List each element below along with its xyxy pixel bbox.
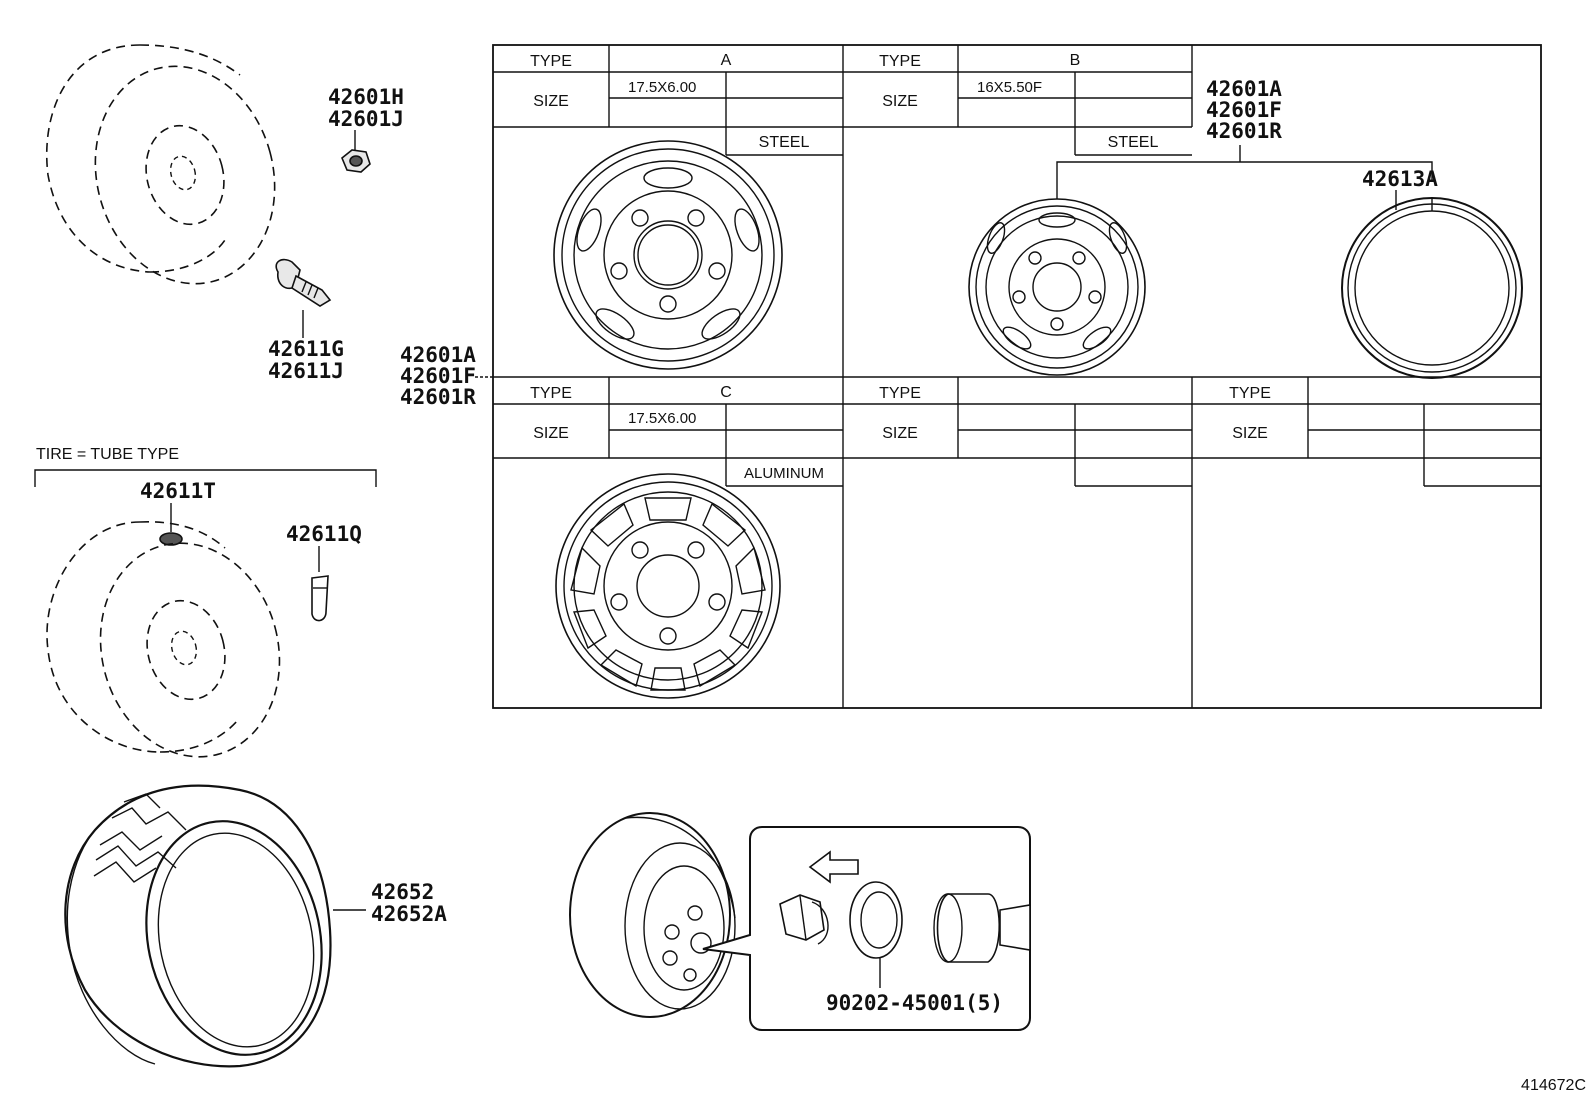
aluminum-wheel-c-icon [555, 473, 781, 699]
material-a: STEEL [759, 134, 810, 151]
type-a-label: TYPE [530, 53, 572, 70]
steel-wheel-a-icon [553, 140, 783, 370]
rim-flap-icon [1341, 197, 1523, 379]
size-blank2-label: SIZE [1232, 425, 1268, 442]
diagram-id: 414672C [1521, 1077, 1586, 1094]
tube-valve-icon [159, 532, 183, 546]
type-b-value: B [1070, 52, 1081, 69]
callout-wheel-left-3: 42601R [400, 385, 476, 409]
size-c-label: SIZE [533, 425, 569, 442]
size-blank1-label: SIZE [882, 425, 918, 442]
type-blank2-label: TYPE [1229, 385, 1271, 402]
callout-tire-1: 42652 [371, 880, 434, 904]
callout-wheel-right-3: 42601R [1206, 119, 1282, 143]
type-a-value: A [721, 52, 732, 69]
washer-icon [849, 881, 903, 959]
hub-bolt-icon [933, 893, 1031, 963]
tube-type-note: TIRE = TUBE TYPE [36, 446, 179, 463]
callout-nut-bottom: 42601J [328, 107, 404, 131]
callout-wheel-right-1: 42601A [1206, 77, 1282, 101]
hub-nut-icon [341, 149, 371, 173]
valve-stem-icon [275, 258, 332, 307]
callout-valve-bottom: 42611J [268, 359, 344, 383]
wheel-spec-table [492, 44, 1542, 709]
size-b-label: SIZE [882, 93, 918, 110]
callout-valve-top: 42611G [268, 337, 344, 361]
arrow-left-icon [808, 850, 859, 884]
material-c: ALUMINUM [744, 465, 824, 482]
tire-illustration [64, 784, 332, 1068]
steel-wheel-b-icon [968, 198, 1146, 376]
callout-hub-nut: 90202-45001(5) [826, 991, 1003, 1015]
callout-tube-valve: 42611T [140, 479, 216, 503]
mounted-wheel-illustration [569, 812, 736, 1018]
type-blank1-label: TYPE [879, 385, 921, 402]
callout-wheel-right-2: 42601F [1206, 98, 1282, 122]
size-c-value: 17.5X6.00 [628, 410, 696, 427]
wheel-assembly-illustration [46, 44, 276, 285]
material-b: STEEL [1108, 134, 1159, 151]
type-c-label: TYPE [530, 385, 572, 402]
size-b-value: 16X5.50F [977, 79, 1042, 96]
callout-wheel-left-2: 42601F [400, 364, 476, 388]
callout-valve-clip: 42611Q [286, 522, 362, 546]
type-b-label: TYPE [879, 53, 921, 70]
type-c-value: C [720, 384, 732, 401]
callout-flap: 42613A [1362, 167, 1438, 191]
wheel-nut-icon [779, 894, 829, 945]
valve-clip-icon [311, 575, 329, 622]
callout-nut-top: 42601H [328, 85, 404, 109]
tube-tire-illustration [46, 521, 281, 758]
size-a-label: SIZE [533, 93, 569, 110]
size-a-value: 17.5X6.00 [628, 79, 696, 96]
callout-wheel-left-1: 42601A [400, 343, 476, 367]
callout-tire-2: 42652A [371, 902, 447, 926]
